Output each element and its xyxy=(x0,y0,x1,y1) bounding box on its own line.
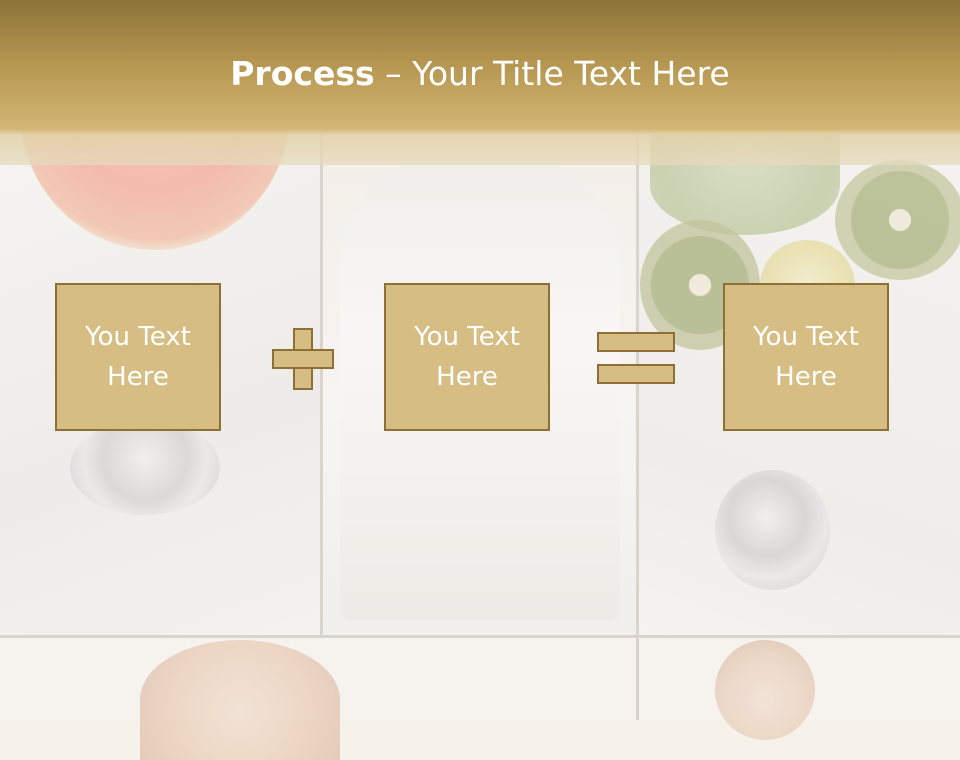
panel-divider xyxy=(0,635,960,638)
plus-icon xyxy=(272,328,334,390)
equals-icon xyxy=(597,332,675,384)
slide-title[interactable]: Process – Your Title Text Here xyxy=(0,52,960,96)
stethoscope-image xyxy=(715,470,830,590)
title-rest: – Your Title Text Here xyxy=(374,54,730,93)
process-box-2[interactable]: You Text Here xyxy=(384,283,550,431)
kiwi-image xyxy=(835,160,960,280)
stethoscope-image xyxy=(70,420,220,515)
process-box-text: You Text Here xyxy=(753,322,859,392)
panel-divider xyxy=(320,135,323,638)
process-box-text: You Text Here xyxy=(414,322,520,392)
face-image xyxy=(715,640,815,740)
face-image xyxy=(140,640,340,760)
process-box-1[interactable]: You Text Here xyxy=(55,283,221,431)
process-box-3[interactable]: You Text Here xyxy=(723,283,889,431)
panel-divider xyxy=(636,135,639,720)
title-bold: Process xyxy=(230,54,375,93)
process-box-text: You Text Here xyxy=(85,322,191,392)
title-bar: Process – Your Title Text Here xyxy=(0,0,960,165)
